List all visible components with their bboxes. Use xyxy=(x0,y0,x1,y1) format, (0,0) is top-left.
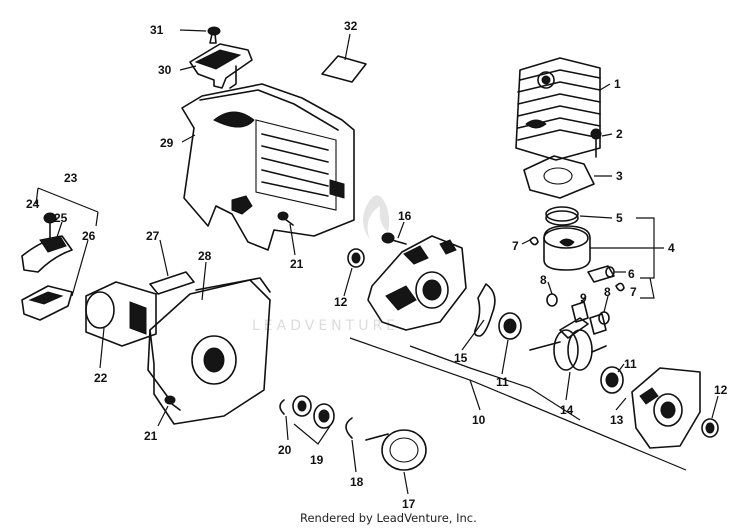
part-32-decal xyxy=(321,55,367,83)
part-21-screw-lower xyxy=(164,395,181,411)
part-5-piston-rings xyxy=(545,206,579,226)
part-2-bolt xyxy=(590,128,602,158)
part-4-piston xyxy=(543,225,591,271)
label-4: 4 xyxy=(668,241,675,255)
label-7-left: 7 xyxy=(512,239,519,253)
part-7-clip-right xyxy=(615,282,625,292)
label-19: 19 xyxy=(310,453,324,467)
label-14: 14 xyxy=(560,403,574,417)
label-11-left: 11 xyxy=(496,375,509,389)
label-7-right: 7 xyxy=(630,285,637,299)
label-16: 16 xyxy=(398,209,412,223)
part-18-snap-ring xyxy=(345,417,353,439)
label-21-lower: 21 xyxy=(144,429,158,443)
part-14-crankshaft xyxy=(529,317,607,371)
label-24: 24 xyxy=(26,197,40,211)
label-5: 5 xyxy=(616,211,623,225)
label-29: 29 xyxy=(160,136,174,150)
part-22-drum-housing xyxy=(85,281,157,347)
part-9-needle-bearing xyxy=(571,301,607,335)
part-17-clutch-drum xyxy=(365,429,427,471)
part-11-bearing-left xyxy=(498,312,522,340)
part-31-screw xyxy=(207,26,221,44)
label-13: 13 xyxy=(610,413,624,427)
leader-lines xyxy=(35,29,719,495)
part-labels: 31 30 32 29 21 1 2 3 5 4 6 7 7 8 9 8 16 … xyxy=(26,19,728,511)
label-31: 31 xyxy=(150,23,164,37)
watermark-text: LEADVENTURE xyxy=(252,318,399,334)
label-27: 27 xyxy=(146,229,160,243)
label-26: 26 xyxy=(82,229,96,243)
label-8-right: 8 xyxy=(604,285,611,299)
label-11-right: 11 xyxy=(624,357,637,371)
part-13-crankcase-right xyxy=(631,367,701,449)
label-3: 3 xyxy=(616,169,623,183)
part-16-screw xyxy=(381,232,407,245)
part-15-gasket xyxy=(473,283,496,337)
part-6-piston-pin xyxy=(587,265,615,283)
label-10: 10 xyxy=(472,413,486,427)
part-12-oil-seal-right xyxy=(701,418,719,438)
part-8-washer-left xyxy=(546,293,558,307)
label-32: 32 xyxy=(344,19,358,33)
part-19-bearing xyxy=(292,395,335,429)
part-25-shoe xyxy=(21,235,73,273)
label-8-left: 8 xyxy=(540,273,547,287)
label-17: 17 xyxy=(402,497,416,511)
part-20-snap-ring xyxy=(279,399,285,415)
label-23: 23 xyxy=(64,171,78,185)
label-28: 28 xyxy=(198,249,212,263)
label-25: 25 xyxy=(54,211,68,225)
label-1: 1 xyxy=(614,77,621,91)
label-15: 15 xyxy=(454,351,468,365)
part-11-bearing-right xyxy=(600,366,624,394)
part-30-bracket xyxy=(189,43,253,89)
crankcase-left-half xyxy=(367,235,467,331)
label-22: 22 xyxy=(94,371,108,385)
part-29-engine-cover xyxy=(181,83,355,251)
part-12-oil-seal-left xyxy=(347,248,365,268)
label-21-upper: 21 xyxy=(290,257,304,271)
label-6: 6 xyxy=(628,267,635,281)
footer-credit: Rendered by LeadVenture, Inc. xyxy=(300,511,477,525)
part-7-clip-left xyxy=(529,236,539,246)
label-12-left: 12 xyxy=(334,295,348,309)
label-2: 2 xyxy=(616,127,623,141)
watermark: LEADVENTURE xyxy=(252,195,399,334)
part-24-screw xyxy=(43,212,57,240)
label-30: 30 xyxy=(158,63,172,77)
label-18: 18 xyxy=(350,475,364,489)
part-27-decal xyxy=(149,271,195,295)
part-3-gasket xyxy=(523,155,595,199)
label-20: 20 xyxy=(278,443,292,457)
label-9: 9 xyxy=(580,291,587,305)
part-1-cylinder xyxy=(515,57,601,161)
part-26-clutch-shoe xyxy=(21,285,73,321)
label-12-right: 12 xyxy=(714,383,728,397)
part-21-screw-upper xyxy=(277,211,294,226)
part-28-fan-housing xyxy=(147,277,271,425)
